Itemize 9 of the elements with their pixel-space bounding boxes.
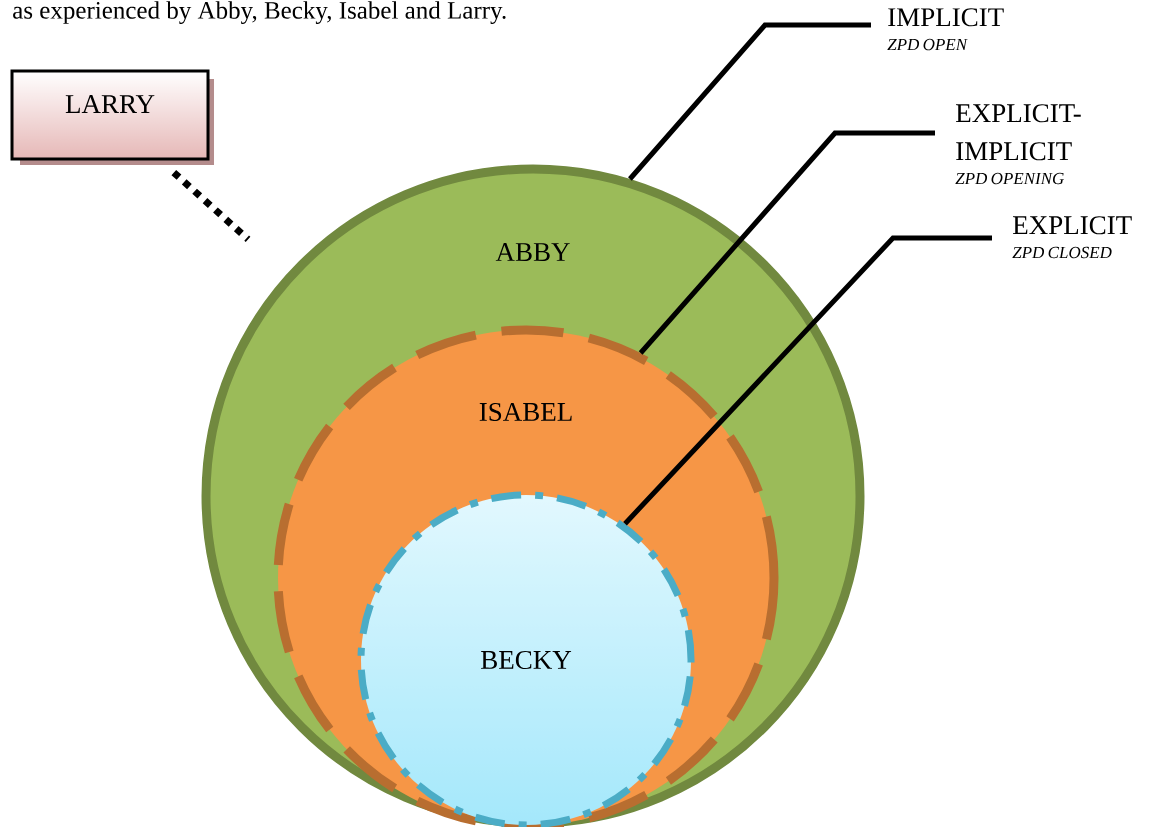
level-label: EXPLICIT-IMPLICIT ZPD OPENING bbox=[955, 104, 1081, 185]
leader-line bbox=[628, 22, 871, 181]
name-box: LARRY bbox=[10, 69, 214, 165]
caption-text: as experienced by Abby, Becky, Isabel and Larry. bbox=[13, 1, 506, 24]
leader-line bbox=[638, 130, 935, 355]
leader-line bbox=[623, 235, 992, 526]
level-label: IMPLICIT ZPD OPEN bbox=[887, 8, 1004, 51]
dotted-line bbox=[171, 169, 251, 242]
level-label: EXPLICIT ZPD CLOSED bbox=[1012, 216, 1132, 259]
